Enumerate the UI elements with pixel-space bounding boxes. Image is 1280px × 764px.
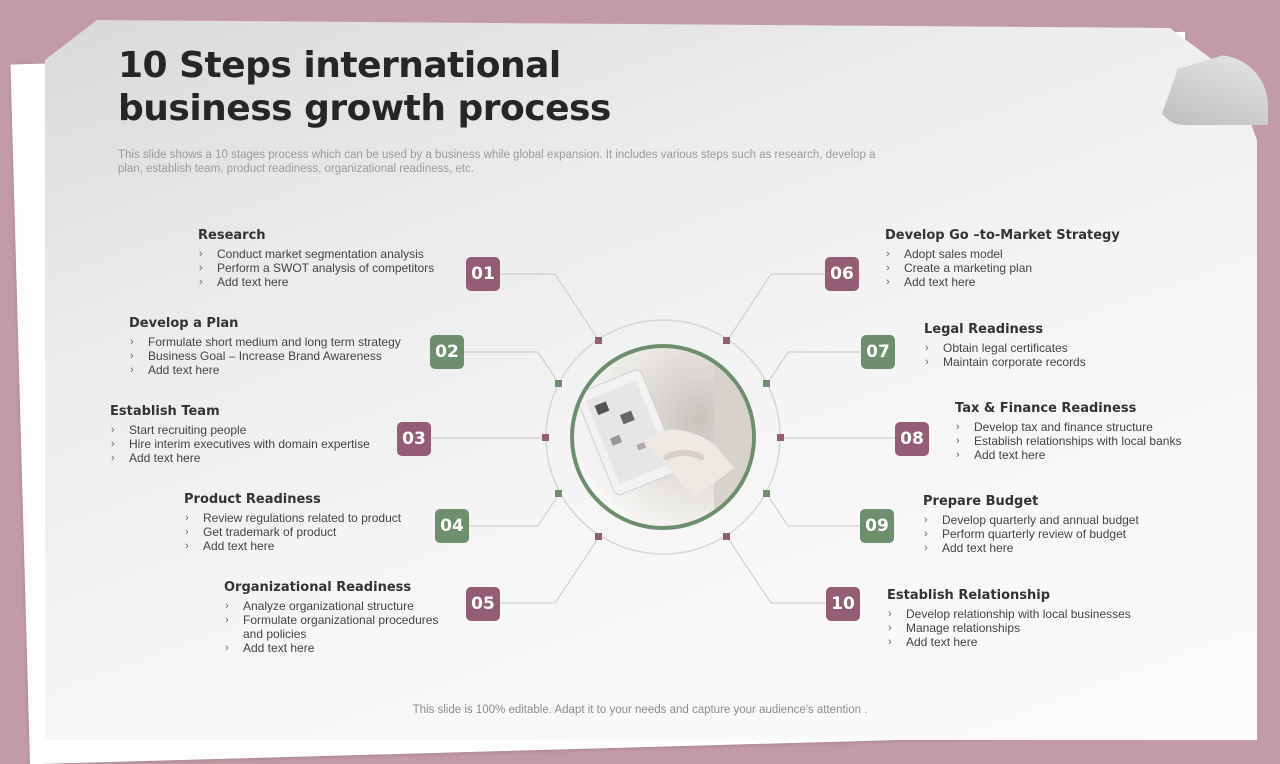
ring-dot-05 bbox=[595, 533, 602, 540]
step-badge-08: 08 bbox=[895, 422, 929, 456]
step-badge-06: 06 bbox=[825, 257, 859, 291]
step-item: Hire interim executives with domain expe… bbox=[110, 437, 395, 451]
step-heading: Organizational Readiness bbox=[224, 580, 412, 595]
ring-dot-08 bbox=[777, 434, 784, 441]
step-item: Business Goal – Increase Brand Awareness bbox=[129, 349, 419, 363]
connector-07 bbox=[766, 351, 863, 385]
ring-dot-06 bbox=[723, 337, 730, 344]
connector-05 bbox=[500, 536, 600, 604]
step-item: Develop tax and finance structure bbox=[955, 420, 1205, 434]
step-item: Adopt sales model bbox=[885, 247, 1125, 261]
ring-dot-07 bbox=[763, 380, 770, 387]
step-badge-04: 04 bbox=[435, 509, 469, 543]
step-block-02: Develop a Plan Formulate short medium an… bbox=[129, 316, 419, 377]
step-item: Analyze organizational structure bbox=[224, 599, 449, 613]
step-badge-01: 01 bbox=[466, 257, 500, 291]
connector-10 bbox=[726, 536, 826, 604]
step-item: Add text here bbox=[885, 275, 1125, 289]
step-item: Develop quarterly and annual budget bbox=[923, 513, 1173, 527]
ring-dot-02 bbox=[555, 380, 562, 387]
ring-dot-04 bbox=[555, 490, 562, 497]
step-block-09: Prepare Budget Develop quarterly and ann… bbox=[923, 494, 1173, 555]
step-heading: Develop Go –to-Market Strategy bbox=[885, 228, 1120, 243]
step-item: Add text here bbox=[129, 363, 419, 377]
step-item: Perform a SWOT analysis of competitors bbox=[198, 261, 458, 275]
step-badge-07: 07 bbox=[861, 335, 895, 369]
step-heading: Develop a Plan bbox=[129, 316, 239, 331]
step-item: Add text here bbox=[923, 541, 1173, 555]
connector-diagram bbox=[431, 273, 896, 604]
ring-dot-03 bbox=[542, 434, 549, 441]
slide-footer: This slide is 100% editable. Adapt it to… bbox=[412, 704, 868, 716]
step-badge-02: 02 bbox=[430, 335, 464, 369]
step-block-08: Tax & Finance Readiness Develop tax and … bbox=[955, 401, 1205, 462]
step-item: Conduct market segmentation analysis bbox=[198, 247, 458, 261]
step-item: Formulate short medium and long term str… bbox=[129, 335, 419, 349]
step-block-07: Legal Readiness Obtain legal certificate… bbox=[924, 322, 1124, 369]
step-badge-03: 03 bbox=[397, 422, 431, 456]
step-heading: Tax & Finance Readiness bbox=[955, 401, 1137, 416]
connector-01 bbox=[500, 273, 600, 342]
step-item: Manage relationships bbox=[887, 621, 1157, 635]
step-badge-10: 10 bbox=[826, 587, 860, 621]
connector-04 bbox=[468, 493, 560, 527]
step-item: Start recruiting people bbox=[110, 423, 395, 437]
step-block-04: Product Readiness Review regulations rel… bbox=[184, 492, 429, 553]
step-item: Add text here bbox=[110, 451, 395, 465]
step-block-03: Establish Team Start recruiting people H… bbox=[110, 404, 395, 465]
step-item: Develop relationship with local business… bbox=[887, 607, 1157, 621]
connector-02 bbox=[463, 351, 560, 385]
step-item: Add text here bbox=[955, 448, 1205, 462]
connector-09 bbox=[766, 493, 862, 527]
ring-dot-01 bbox=[595, 337, 602, 344]
step-item: Formulate organizational procedures and … bbox=[224, 613, 449, 641]
step-item: Create a marketing plan bbox=[885, 261, 1125, 275]
step-block-01: Research Conduct market segmentation ana… bbox=[198, 228, 458, 289]
step-heading: Product Readiness bbox=[184, 492, 321, 507]
step-item: Get trademark of product bbox=[184, 525, 429, 539]
step-block-10: Establish Relationship Develop relations… bbox=[887, 588, 1157, 649]
step-item: Establish relationships with local banks bbox=[955, 434, 1205, 448]
step-block-06: Develop Go –to-Market Strategy Adopt sal… bbox=[885, 228, 1125, 289]
step-item: Perform quarterly review of budget bbox=[923, 527, 1173, 541]
step-item: Obtain legal certificates bbox=[924, 341, 1124, 355]
step-badge-09: 09 bbox=[860, 509, 894, 543]
step-item: Maintain corporate records bbox=[924, 355, 1124, 369]
step-item: Add text here bbox=[198, 275, 458, 289]
step-heading: Prepare Budget bbox=[923, 494, 1039, 509]
step-heading: Establish Team bbox=[110, 404, 220, 419]
ring-dot-09 bbox=[763, 490, 770, 497]
step-item: Add text here bbox=[224, 641, 449, 655]
tablet-hands-photo bbox=[570, 344, 756, 530]
slide-title: 10 Steps international business growth p… bbox=[118, 45, 611, 129]
slide-subtitle: This slide shows a 10 stages process whi… bbox=[118, 149, 876, 175]
step-item: Review regulations related to product bbox=[184, 511, 429, 525]
step-heading: Establish Relationship bbox=[887, 588, 1051, 603]
connector-06 bbox=[726, 273, 826, 342]
step-item: Add text here bbox=[887, 635, 1157, 649]
step-block-05: Organizational Readiness Analyze organiz… bbox=[224, 580, 449, 655]
step-heading: Legal Readiness bbox=[924, 322, 1044, 337]
ring-dot-10 bbox=[723, 533, 730, 540]
step-badge-05: 05 bbox=[466, 587, 500, 621]
step-item: Add text here bbox=[184, 539, 429, 553]
step-heading: Research bbox=[198, 228, 266, 243]
